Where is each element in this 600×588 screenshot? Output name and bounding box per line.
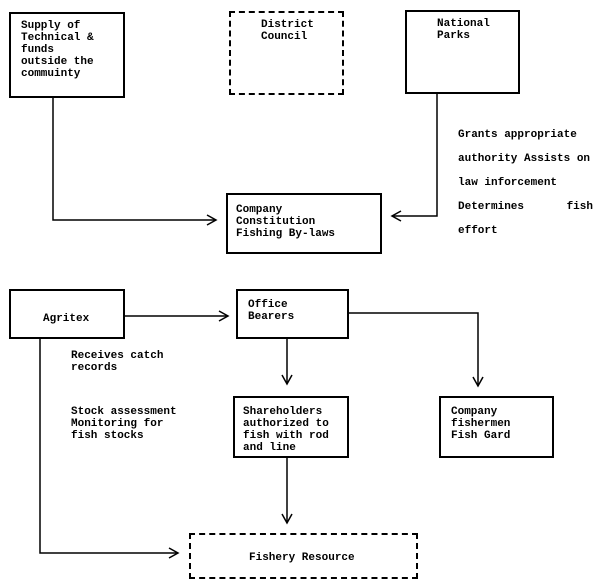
note-grants-line-5: effort	[458, 225, 498, 237]
node-national-parks: National Parks	[405, 10, 520, 94]
edge-agritex-to-fishery	[39, 338, 180, 559]
note-grants-line-3: law inforcement	[458, 177, 558, 189]
node-fishery-resource: Fishery Resource	[189, 533, 418, 579]
edge-office-to-fishermen	[348, 312, 484, 388]
node-supply-technical-funds: Supply of Technical & funds outside the …	[9, 12, 125, 98]
node-district-council: District Council	[229, 11, 344, 95]
node-company-fishermen: Company fishermen Fish Gard	[439, 396, 554, 458]
note-grants-line-2: authority Assists on	[458, 153, 591, 165]
node-company-constitution: Company Constitution Fishing By-laws	[226, 193, 382, 254]
node-agritex: Agritex	[9, 289, 125, 339]
edge-supply-to-constitution	[52, 97, 218, 226]
note-grants-line-1: Grants appropriate	[458, 129, 577, 141]
node-shareholders: Shareholders authorized to fish with rod…	[233, 396, 349, 458]
note-grants-authority: Grants appropriate authority Assists on …	[458, 117, 593, 249]
edge-parks-to-constitution	[390, 93, 438, 222]
note-catch-records: Receives catch records	[71, 350, 164, 374]
node-office-bearers: Office Bearers	[236, 289, 349, 339]
note-grants-line-4: Determines fish	[458, 201, 593, 213]
note-stock-assessment: Stock assessment Monitoring for fish sto…	[71, 406, 177, 442]
